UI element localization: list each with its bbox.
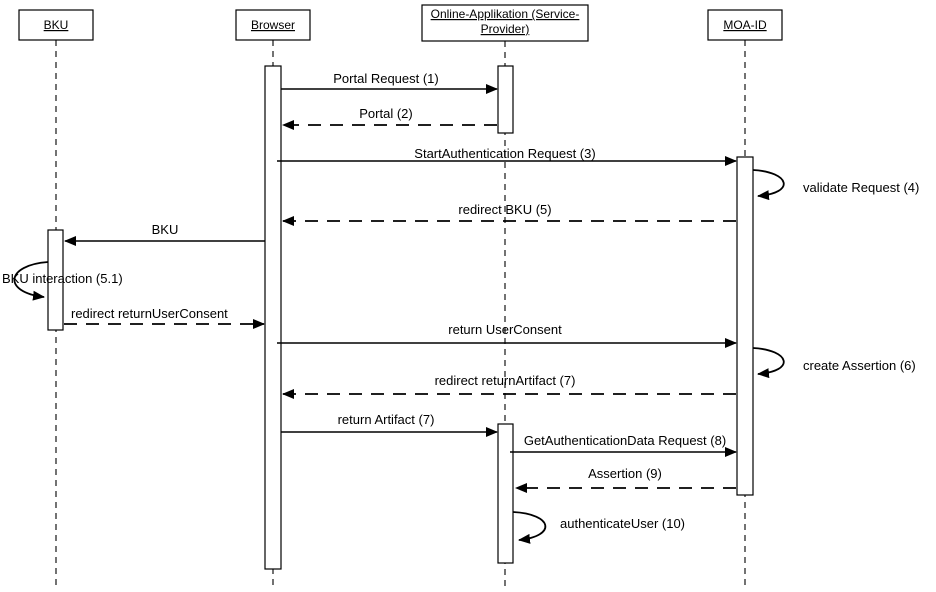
message-label-assertion: Assertion (9)	[588, 466, 662, 481]
message-arrow-create-assertion	[752, 347, 785, 379]
participant-bku[interactable]: BKU	[18, 9, 94, 41]
participant-box-browser[interactable]	[235, 9, 311, 41]
message-label-redirect-return-artifact: redirect returnArtifact (7)	[435, 373, 576, 388]
message-redirect-return-user-consent[interactable]: redirect returnUserConsent	[64, 306, 265, 329]
participant-label-moa-id: MOA-ID	[723, 18, 767, 32]
message-validate-request[interactable]: validate Request (4)	[752, 169, 919, 201]
message-label-create-assertion: create Assertion (6)	[803, 358, 916, 373]
participant-box-bku[interactable]	[18, 9, 94, 41]
message-return-user-consent[interactable]: return UserConsent	[277, 322, 737, 348]
message-label-authenticate-user: authenticateUser (10)	[560, 516, 685, 531]
message-bku-interaction[interactable]: BKU interaction (5.1)	[2, 261, 123, 301]
participant-box-online-applikation[interactable]	[421, 4, 589, 42]
message-redirect-return-artifact[interactable]: redirect returnArtifact (7)	[282, 373, 736, 399]
activation-bar-bku[interactable]	[47, 229, 64, 331]
message-create-assertion[interactable]: create Assertion (6)	[752, 347, 916, 379]
activation-bar-browser[interactable]	[264, 65, 282, 570]
activation-bar-online-applikation-2[interactable]	[497, 423, 514, 564]
participant-browser[interactable]: Browser	[235, 9, 311, 41]
message-arrow-validate-request	[752, 169, 785, 201]
participant-label-bku: BKU	[44, 18, 69, 32]
message-label-start-authentication-request: StartAuthentication Request (3)	[414, 146, 595, 161]
message-label-redirect-bku: redirect BKU (5)	[458, 202, 551, 217]
participant-label-online-applikation-line1: Online-Applikation (Service-	[431, 7, 580, 21]
message-label-get-authentication-data-request: GetAuthenticationData Request (8)	[524, 433, 726, 448]
message-authenticate-user[interactable]: authenticateUser (10)	[512, 511, 685, 544]
activation-bar-moa-id[interactable]	[736, 156, 754, 496]
message-label-return-artifact: return Artifact (7)	[338, 412, 435, 427]
message-arrow-bku-interaction	[13, 261, 49, 301]
participant-headers-group: BKU Browser Online-Applikation (Service-…	[18, 4, 783, 42]
participant-label-online-applikation-line2: Provider)	[481, 22, 530, 36]
participant-label-browser: Browser	[251, 18, 295, 32]
message-arrow-authenticate-user	[512, 511, 547, 544]
message-return-artifact[interactable]: return Artifact (7)	[281, 412, 498, 437]
message-bku[interactable]: BKU	[64, 222, 265, 246]
message-label-portal-response: Portal (2)	[359, 106, 412, 121]
message-label-bku: BKU	[152, 222, 179, 237]
message-label-redirect-return-user-consent: redirect returnUserConsent	[71, 306, 228, 321]
message-label-bku-interaction: BKU interaction (5.1)	[2, 271, 123, 286]
participant-moa-id[interactable]: MOA-ID	[707, 9, 783, 41]
activation-bar-online-applikation-1[interactable]	[497, 65, 514, 134]
message-assertion[interactable]: Assertion (9)	[515, 466, 736, 493]
participant-box-moa-id[interactable]	[707, 9, 783, 41]
message-label-portal-request: Portal Request (1)	[333, 71, 439, 86]
message-get-authentication-data-request[interactable]: GetAuthenticationData Request (8)	[510, 433, 737, 457]
message-start-authentication-request[interactable]: StartAuthentication Request (3)	[277, 146, 737, 166]
message-portal-request[interactable]: Portal Request (1)	[281, 71, 498, 94]
message-label-validate-request: validate Request (4)	[803, 180, 919, 195]
participant-online-applikation[interactable]: Online-Applikation (Service- Provider)	[421, 4, 589, 42]
message-label-return-user-consent: return UserConsent	[448, 322, 562, 337]
message-portal-response[interactable]: Portal (2)	[282, 106, 497, 130]
activation-bars-group	[47, 65, 754, 570]
message-redirect-bku[interactable]: redirect BKU (5)	[282, 202, 736, 226]
